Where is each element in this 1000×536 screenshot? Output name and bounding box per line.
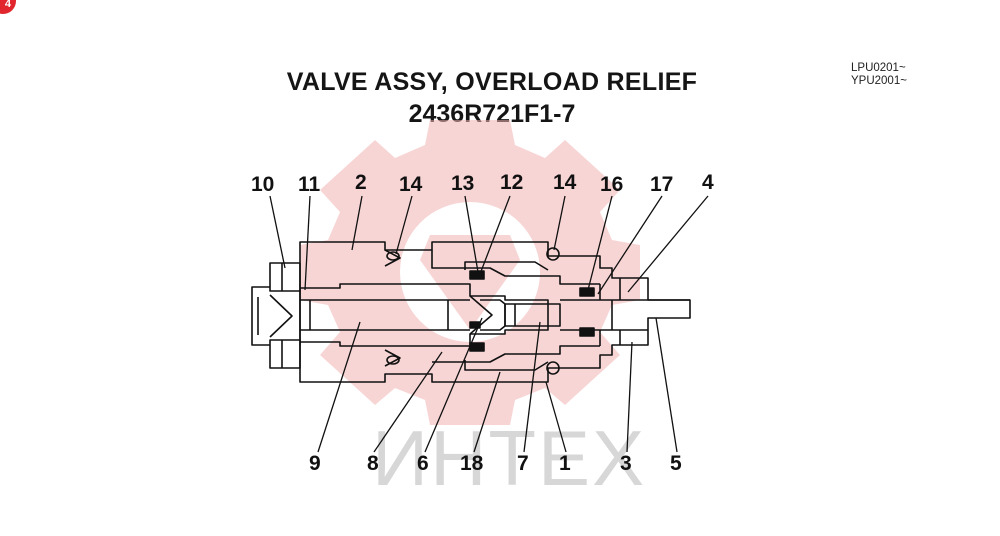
- callout-1: 1: [559, 452, 571, 475]
- callout-11: 11: [298, 173, 321, 196]
- watermark-text: ИНТЕХ: [372, 414, 646, 502]
- callout-14-left: 14: [399, 173, 423, 196]
- leader-lines: [269, 195, 709, 453]
- callout-12: 12: [500, 171, 523, 194]
- diagram-title: VALVE ASSY, OVERLOAD RELIEF: [286, 68, 698, 96]
- callout-10: 10: [251, 173, 274, 196]
- callout-2: 2: [355, 171, 367, 194]
- serial-range-2: YPU2001~: [851, 75, 907, 87]
- valve-body: [251, 241, 691, 383]
- callout-8: 8: [367, 452, 379, 475]
- part-body-outline: [299, 241, 691, 383]
- part-nut-bottom: [269, 339, 301, 369]
- callout-4: 4: [702, 171, 714, 194]
- callout-17: 17: [650, 173, 673, 196]
- callout-5: 5: [670, 452, 682, 475]
- serial-range-block: LPU0201~ YPU2001~: [851, 62, 907, 88]
- callouts-bottom: 9 8 6 18 7 1 3 5: [309, 452, 682, 475]
- callout-3: 3: [620, 452, 632, 475]
- serial-range-1: LPU0201~: [851, 62, 906, 74]
- callout-16: 16: [600, 173, 623, 196]
- callout-9: 9: [309, 452, 321, 475]
- callout-14-right: 14: [553, 171, 577, 194]
- callout-18: 18: [460, 452, 484, 475]
- callout-7: 7: [517, 452, 529, 475]
- callout-6: 6: [417, 452, 429, 475]
- callouts-top: 10 11 2 14 13 12 14 16 17 4: [251, 171, 714, 196]
- callout-13: 13: [451, 172, 474, 195]
